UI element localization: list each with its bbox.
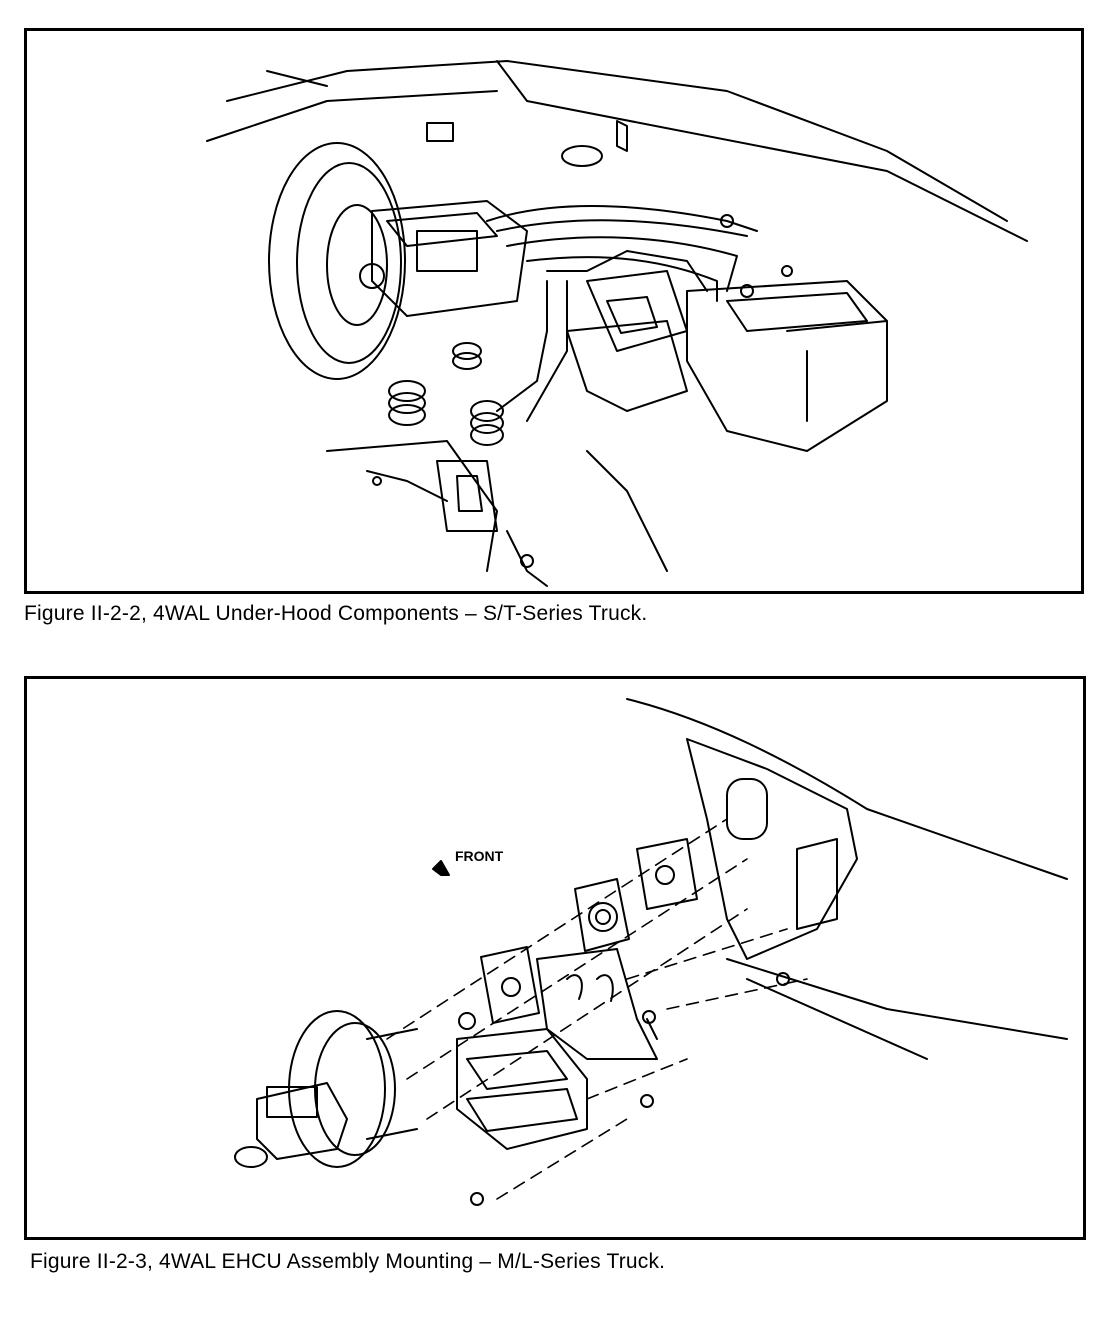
- under-hood-illustration: [206, 60, 1028, 587]
- figure-2-caption: Figure II-2-3, 4WAL EHCU Assembly Mounti…: [30, 1250, 666, 1273]
- ehcu-mounting-illustration: FRONT: [234, 698, 1068, 1206]
- figure-2-frame: FRONT: [24, 676, 1086, 1240]
- figure-1-frame: [24, 28, 1084, 594]
- figure-1-caption: Figure II-2-2, 4WAL Under-Hood Component…: [24, 602, 648, 625]
- front-label: FRONT: [455, 848, 504, 864]
